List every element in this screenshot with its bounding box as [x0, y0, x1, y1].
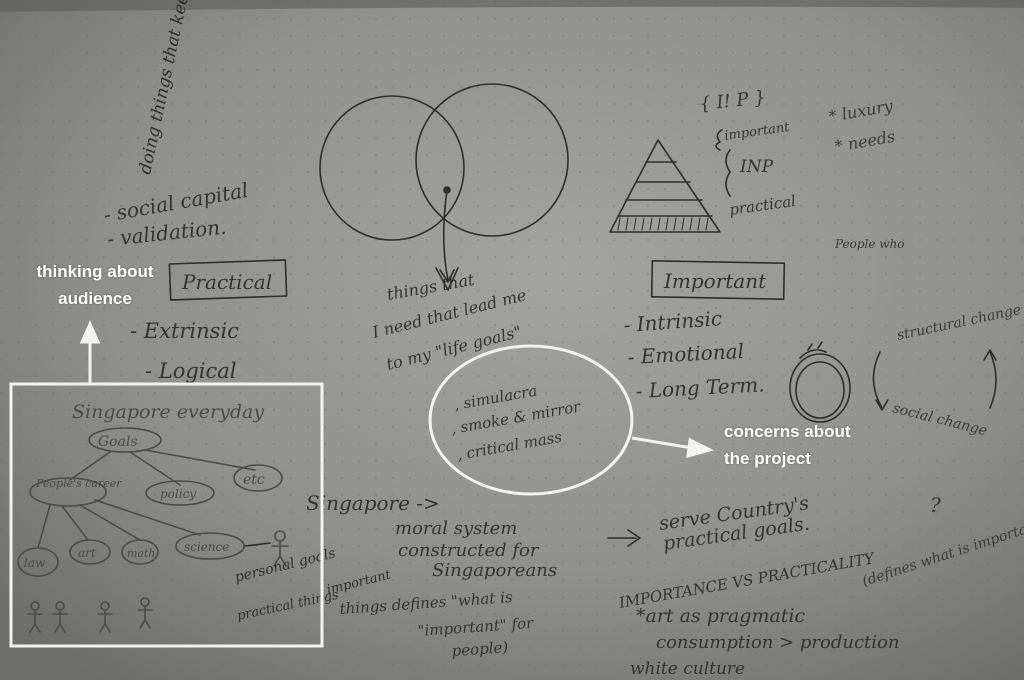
policy-text: policy	[160, 487, 196, 501]
audience-highlight-box	[9, 382, 324, 648]
page-edge	[0, 0, 1024, 12]
singapore-everyday-text: Singapore everyday	[72, 401, 264, 423]
moral-to-serve-arrow	[607, 529, 641, 547]
audience-arrow-head	[79, 320, 101, 344]
question-mark-text: ?	[930, 493, 941, 517]
art-text: art	[78, 546, 96, 560]
stick-figures	[27, 530, 289, 633]
audience-callout-line2: audience	[58, 289, 132, 308]
practical-box	[168, 259, 288, 301]
venn-diagram	[319, 83, 569, 291]
law-text: law	[24, 556, 46, 570]
important-box	[650, 260, 786, 300]
moral-system-line2: constructed for	[398, 540, 540, 561]
important-box-text: Important	[663, 269, 767, 293]
concerns-arrow-shaft	[631, 436, 693, 450]
concerns-callout-line1: concerns about	[724, 422, 851, 441]
concerns-highlight-ellipse	[428, 344, 634, 496]
important-defines-line4: people)	[451, 638, 509, 660]
extrinsic-text: - Extrinsic	[130, 319, 239, 343]
change-cycle-sketch	[789, 341, 997, 423]
people-career-text: People's career	[35, 477, 122, 490]
singapore-arrow-text: Singapore ->	[306, 491, 440, 515]
audience-callout-line1: thinking about	[36, 262, 154, 281]
goals-text: Goals	[98, 434, 138, 450]
practical-box-text: Practical	[181, 270, 272, 294]
moral-system-line3: Singaporeans	[432, 560, 557, 581]
concerns-arrow-head	[686, 437, 715, 459]
singapore-tree: Singapore everyday Goals People's career…	[17, 401, 289, 633]
math-text: math	[127, 547, 156, 560]
white-culture-text: white culture	[630, 659, 745, 679]
science-to-figure-arrow	[244, 542, 271, 547]
science-text: science	[184, 540, 229, 554]
logical-text: - Logical	[145, 359, 237, 383]
moral-system-line1: moral system	[395, 518, 517, 539]
audience-callout: thinking about audience	[25, 258, 165, 312]
art-pragmatic-text: *art as pragmatic	[636, 605, 805, 627]
concerns-callout: concerns about the project	[724, 418, 851, 472]
etc-text: etc	[243, 472, 265, 488]
concerns-callout-line2: the project	[724, 449, 811, 468]
inp-label: INP	[739, 157, 774, 177]
people-who-text: People who	[834, 237, 905, 251]
consumption-production-text: consumption > production	[656, 632, 899, 653]
pyramid-diagram	[609, 129, 731, 233]
overlay-annotations	[9, 320, 715, 648]
